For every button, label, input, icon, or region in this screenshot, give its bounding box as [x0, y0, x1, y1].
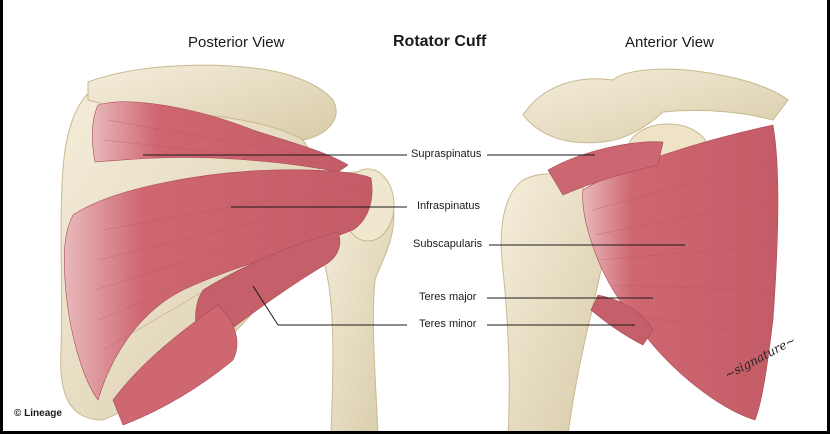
posterior-view-drawing — [61, 65, 394, 434]
label-infraspinatus: Infraspinatus — [417, 200, 480, 212]
label-supraspinatus: Supraspinatus — [411, 148, 481, 160]
diagram-title: Rotator Cuff — [393, 33, 486, 51]
copyright-credit: © Lineage — [14, 408, 62, 419]
label-subscapularis: Subscapularis — [413, 238, 482, 250]
anterior-view-title: Anterior View — [625, 34, 714, 51]
anatomy-illustration — [3, 0, 830, 434]
anterior-view-drawing — [501, 69, 788, 434]
label-teres-minor: Teres minor — [419, 318, 476, 330]
posterior-view-title: Posterior View — [188, 34, 284, 51]
label-teres-major: Teres major — [419, 291, 476, 303]
